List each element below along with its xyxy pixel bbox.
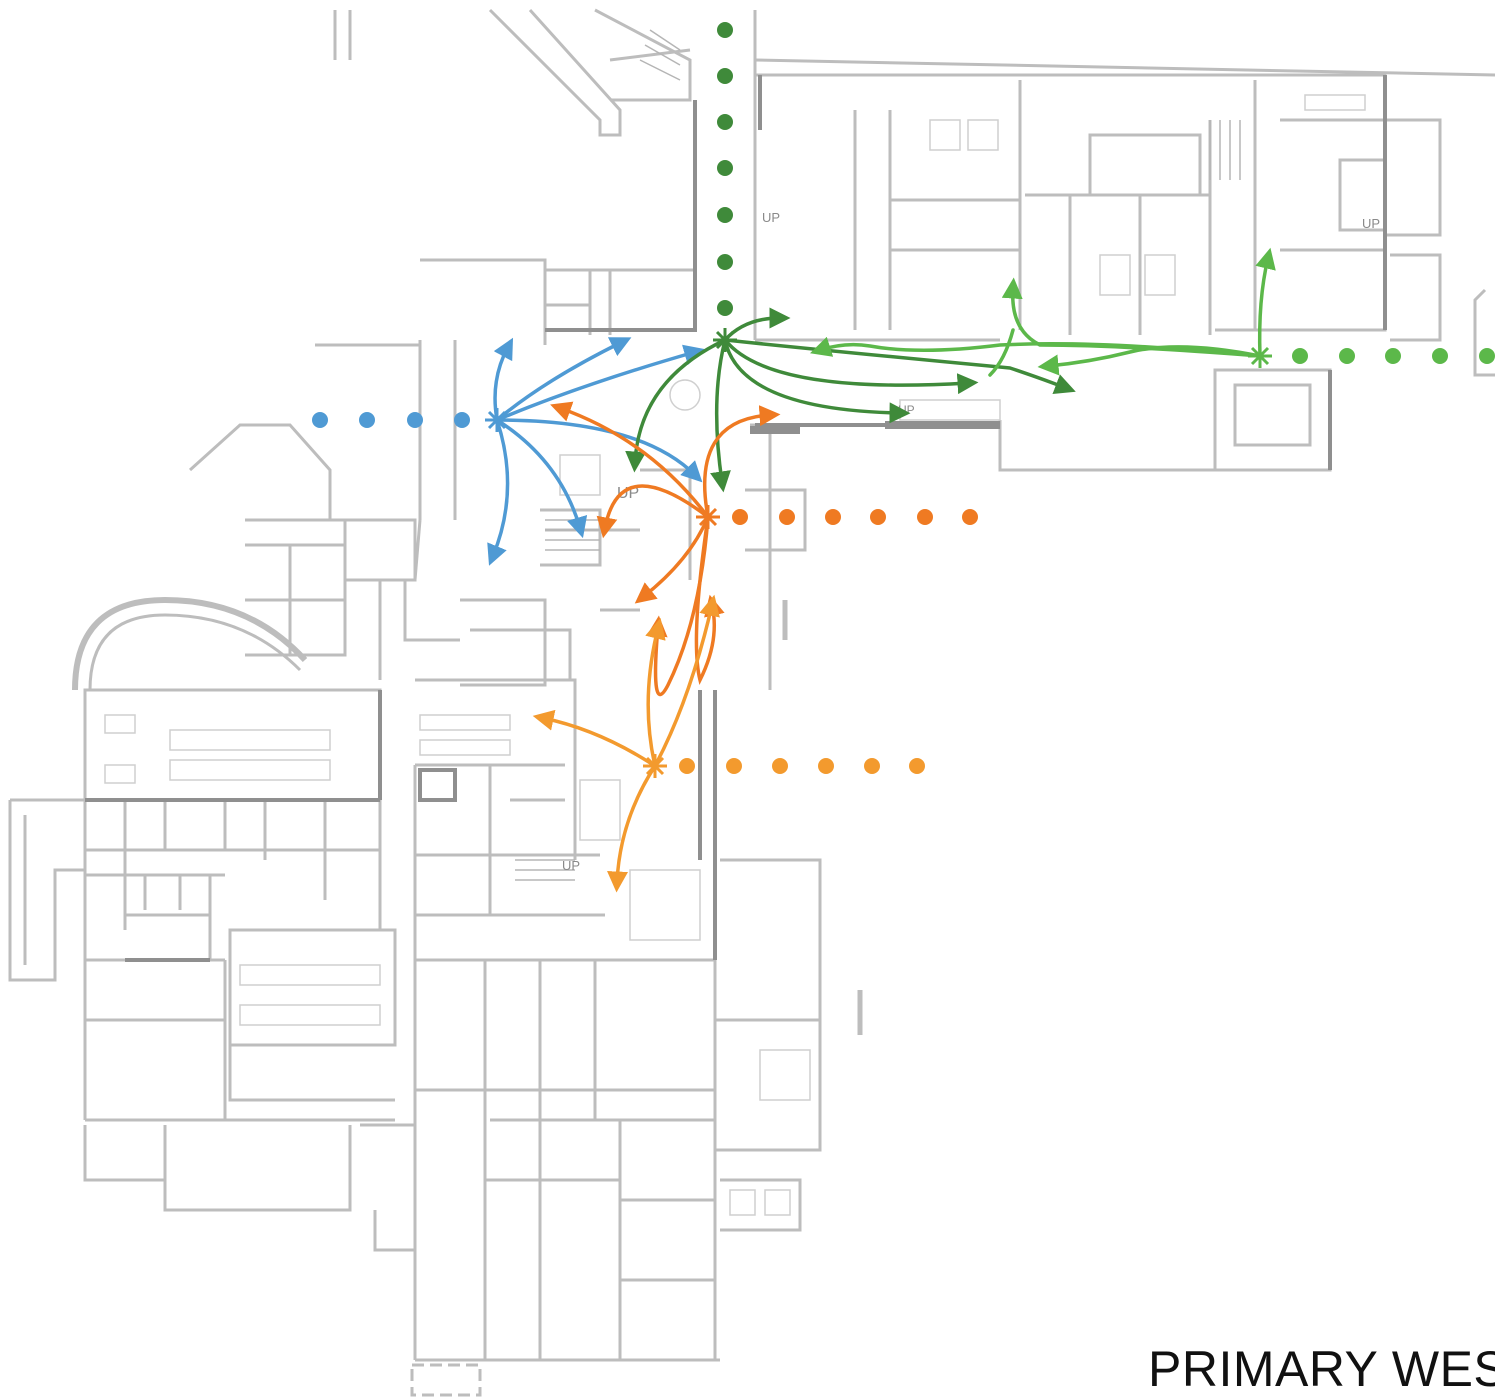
entry-dots-light-orange bbox=[679, 758, 925, 774]
furniture-hints bbox=[104, 94, 1366, 1216]
stairs bbox=[515, 29, 1241, 881]
up-label-northeast: UP bbox=[1362, 216, 1380, 231]
hub-blue bbox=[485, 408, 509, 432]
route-light-orange bbox=[532, 594, 720, 893]
route-blue bbox=[487, 337, 706, 566]
route-light-green bbox=[809, 247, 1276, 377]
plan-caption: PRIMARY WEST bbox=[1148, 1341, 1495, 1397]
hub-dark-green bbox=[713, 328, 737, 352]
route-dark-green bbox=[625, 307, 1076, 493]
up-label-east-corridor: UP bbox=[898, 403, 915, 417]
entry-dots-light-green bbox=[1292, 348, 1495, 364]
building-walls-dark bbox=[85, 75, 1387, 962]
hub-orange bbox=[696, 505, 720, 529]
up-label-north: UP bbox=[762, 210, 780, 225]
building-walls bbox=[8, 8, 1495, 1397]
entry-dots-dark-green bbox=[717, 22, 733, 316]
up-label-south: UP bbox=[562, 858, 580, 873]
hub-light-orange bbox=[643, 754, 667, 778]
entry-dots-orange bbox=[732, 509, 978, 525]
hub-light-green bbox=[1248, 344, 1272, 368]
route-orange bbox=[550, 401, 781, 697]
up-label-center: UP bbox=[617, 485, 639, 502]
entry-dots-blue bbox=[312, 412, 470, 428]
